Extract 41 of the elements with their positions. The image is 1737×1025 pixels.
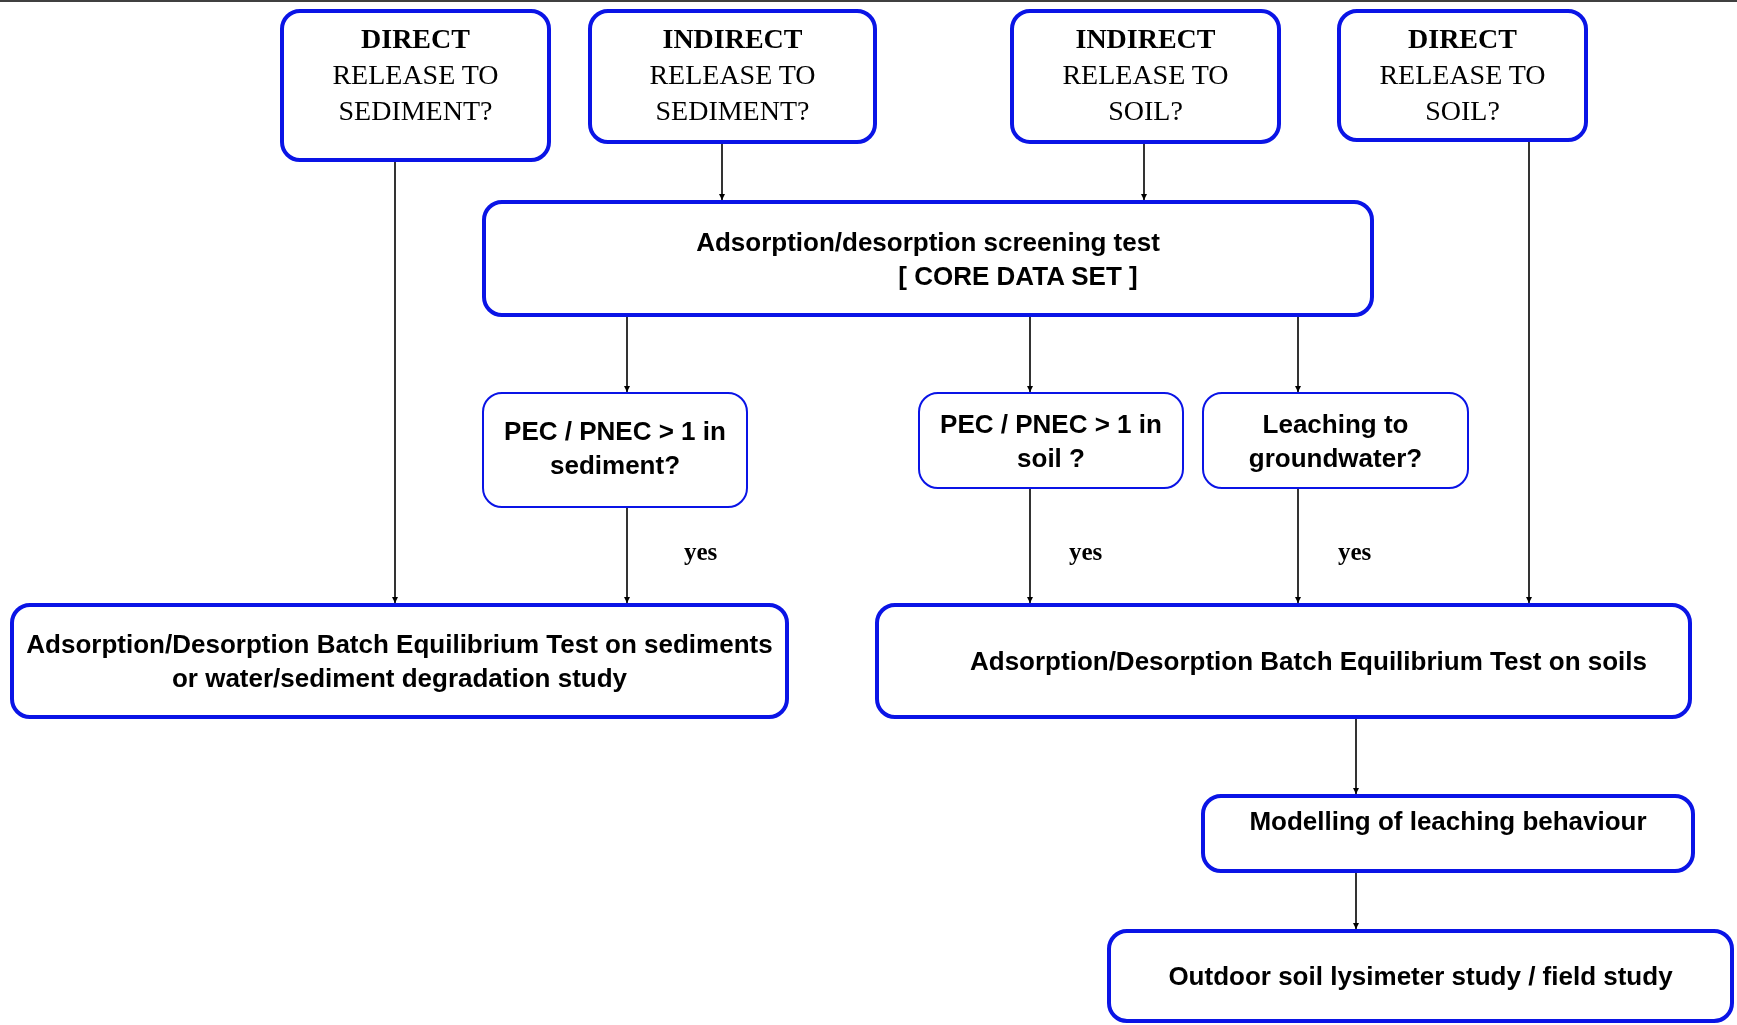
box-text: Outdoor soil lysimeter study / field study [1168,960,1673,993]
box-text: RELEASE TO SOIL? [1061,58,1230,128]
arrow [1353,872,1359,930]
decision-box [918,392,1184,489]
arrow [624,507,630,604]
arrow [392,161,398,604]
process-box [1201,794,1695,873]
box-text: [ CORE DATA SET ] [898,259,1138,293]
arrow [1027,488,1033,604]
box-text: RELEASE TO SEDIMENT? [648,58,817,128]
arrow [1141,143,1147,201]
question-box [280,9,551,162]
box-text: Leaching to groundwater? [1247,407,1424,475]
process-box [875,603,1692,719]
box-heading: DIRECT [1408,22,1517,56]
box-text: RELEASE TO SEDIMENT? [331,58,500,128]
arrow [1526,141,1532,604]
process-box [1107,929,1734,1023]
box-heading: DIRECT [361,22,470,56]
arrow [1353,718,1359,795]
decision-box [1202,392,1469,489]
box-text: Adsorption/Desorption Batch Equilibrium Test on sediments or water/sediment degradation study [25,628,774,695]
box-heading: INDIRECT [1075,22,1216,56]
box-text: Adsorption/desorption screening test [696,225,1160,259]
box-text: PEC / PNEC > 1 in sediment? [503,415,727,482]
arrow [1027,316,1033,393]
box-text: Modelling of leaching behaviour [1249,805,1647,838]
process-box [482,200,1374,317]
arrow [1295,316,1301,393]
question-box [1010,9,1281,144]
decision-box [482,392,748,508]
box-text: Adsorption/Desorption Batch Equilibrium Test on soils [970,645,1647,678]
process-box [10,603,789,719]
question-box [1337,9,1588,142]
box-text: PEC / PNEC > 1 in soil ? [939,407,1163,475]
question-box [588,9,877,144]
box-heading: INDIRECT [662,22,803,56]
arrow [624,316,630,393]
arrow [719,143,725,201]
box-text: RELEASE TO SOIL? [1378,58,1547,128]
arrow [1295,488,1301,604]
